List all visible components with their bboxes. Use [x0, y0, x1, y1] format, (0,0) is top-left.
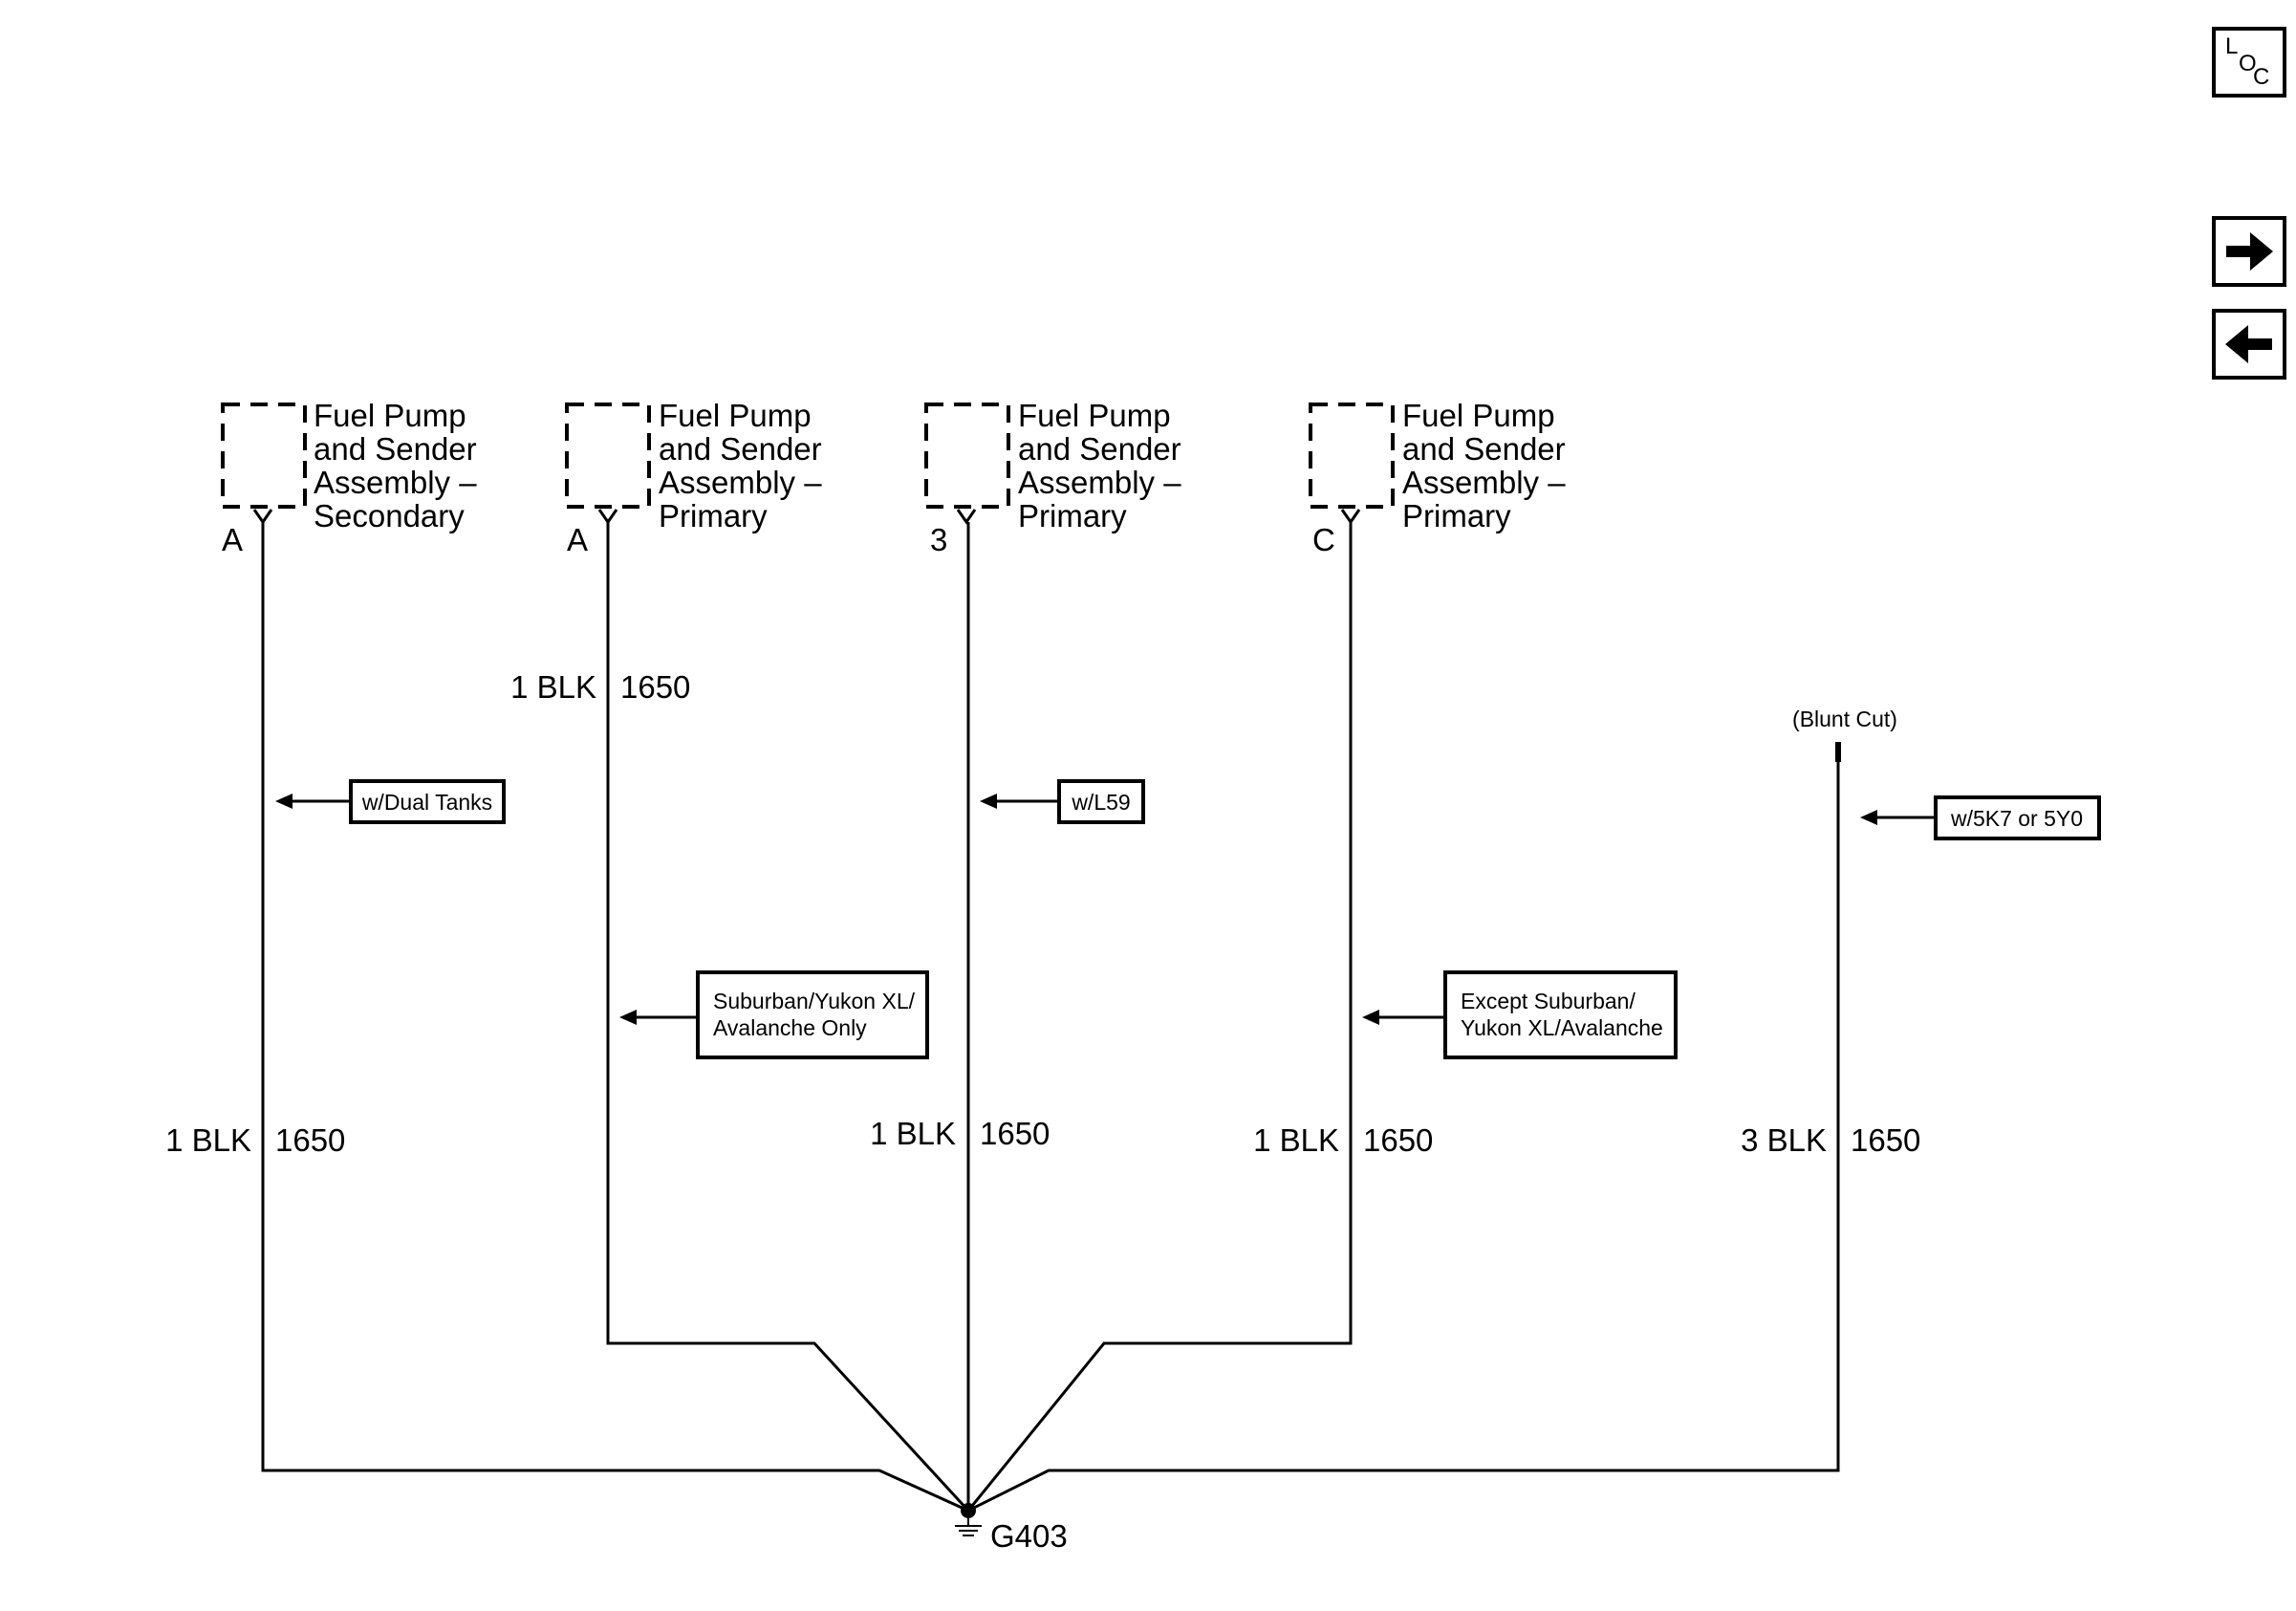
- arrow-left-icon: [1860, 810, 1877, 825]
- component-fuel-pump-secondary: A Fuel Pump and Sender Assembly – Second…: [221, 398, 477, 557]
- ground-icon: [955, 1518, 982, 1536]
- wire-3-size-color: 1 BLK: [870, 1116, 956, 1151]
- condition-label: w/L59: [1071, 790, 1130, 815]
- component-label-line: Assembly –: [1018, 465, 1181, 500]
- loc-letter-o: O: [2239, 51, 2257, 76]
- wire-4: [966, 522, 1353, 1512]
- wire-1-circuit: 1650: [275, 1122, 345, 1158]
- condition-except-suburban-yukon-avalanche: Except Suburban/ Yukon XL/Avalanche: [1362, 970, 1678, 1059]
- pin-label: 3: [930, 522, 947, 557]
- wire-1: [261, 522, 969, 1513]
- component-label-line: Fuel Pump: [1402, 398, 1555, 433]
- loc-letter-c: C: [2253, 64, 2269, 90]
- arrow-left-icon: [1362, 1010, 1379, 1025]
- arrow-left-icon: [619, 1010, 637, 1025]
- ground-g403: G403: [955, 1503, 1068, 1554]
- condition-w-l59: w/L59: [980, 779, 1145, 824]
- component-label-line: Fuel Pump: [314, 398, 466, 433]
- arrow-right-icon: [2226, 232, 2273, 271]
- connector-symbol: [252, 509, 273, 525]
- condition-w-5k7-or-5y0: w/5K7 or 5Y0: [1860, 795, 2101, 840]
- next-page-button[interactable]: [2212, 216, 2286, 287]
- wire-2-size-color: 1 BLK: [510, 669, 596, 705]
- connector-symbol: [597, 509, 618, 525]
- connector-symbol: [1340, 509, 1361, 525]
- component-fuel-pump-primary-a: A Fuel Pump and Sender Assembly – Primar…: [565, 398, 822, 557]
- arrow-left-icon: [980, 794, 997, 809]
- component-label-line: and Sender: [1402, 431, 1566, 467]
- component-label-line: and Sender: [314, 431, 477, 467]
- component-label-line: and Sender: [659, 431, 822, 467]
- condition-label-line: Except Suburban/: [1461, 989, 1635, 1013]
- blunt-cut-label: (Blunt Cut): [1792, 707, 1897, 731]
- previous-page-button[interactable]: [2212, 309, 2286, 380]
- component-fuel-pump-primary-c: C Fuel Pump and Sender Assembly – Primar…: [1309, 398, 1566, 557]
- condition-suburban-yukon-avalanche-only: Suburban/Yukon XL/ Avalanche Only: [619, 970, 929, 1059]
- condition-label-line: Suburban/Yukon XL/: [713, 989, 916, 1013]
- component-label-line: Assembly –: [314, 465, 477, 500]
- wire-2-circuit: 1650: [620, 669, 690, 705]
- splice-dot: [961, 1503, 976, 1518]
- loc-letter-l: L: [2225, 33, 2238, 59]
- ground-label: G403: [990, 1518, 1068, 1554]
- wire-3-circuit: 1650: [980, 1116, 1050, 1151]
- condition-label: w/5K7 or 5Y0: [1950, 806, 2083, 831]
- component-label-line: Primary: [659, 498, 768, 533]
- component-label-line: Primary: [1018, 498, 1127, 533]
- arrow-left-icon: [275, 794, 292, 809]
- arrow-left-icon: [2225, 325, 2272, 363]
- condition-label-line: Yukon XL/Avalanche: [1461, 1015, 1663, 1040]
- condition-w-dual-tanks: w/Dual Tanks: [275, 779, 506, 824]
- component-label-line: Assembly –: [1402, 465, 1566, 500]
- component-label-line: Primary: [1402, 498, 1511, 533]
- pin-label: A: [567, 522, 588, 557]
- component-label-line: Assembly –: [659, 465, 822, 500]
- wire-5-circuit: 1650: [1851, 1122, 1920, 1158]
- wire-5: [967, 746, 1840, 1513]
- wire-1-size-color: 1 BLK: [165, 1122, 251, 1158]
- condition-label: w/Dual Tanks: [361, 790, 492, 815]
- component-label-line: Secondary: [314, 498, 465, 533]
- component-label-line: Fuel Pump: [1018, 398, 1171, 433]
- wire-5-size-color: 3 BLK: [1741, 1122, 1827, 1158]
- pin-label: A: [222, 522, 243, 557]
- component-label-line: and Sender: [1018, 431, 1181, 467]
- connector-symbol: [956, 509, 977, 525]
- loc-button[interactable]: L O C: [2212, 27, 2286, 98]
- wire-2: [606, 522, 970, 1513]
- condition-label-line: Avalanche Only: [713, 1015, 867, 1040]
- wire-4-circuit: 1650: [1363, 1122, 1433, 1158]
- wire-4-size-color: 1 BLK: [1253, 1122, 1339, 1158]
- pin-label: C: [1312, 522, 1335, 557]
- component-label-line: Fuel Pump: [659, 398, 812, 433]
- component-fuel-pump-primary-3: 3 Fuel Pump and Sender Assembly – Primar…: [924, 398, 1181, 557]
